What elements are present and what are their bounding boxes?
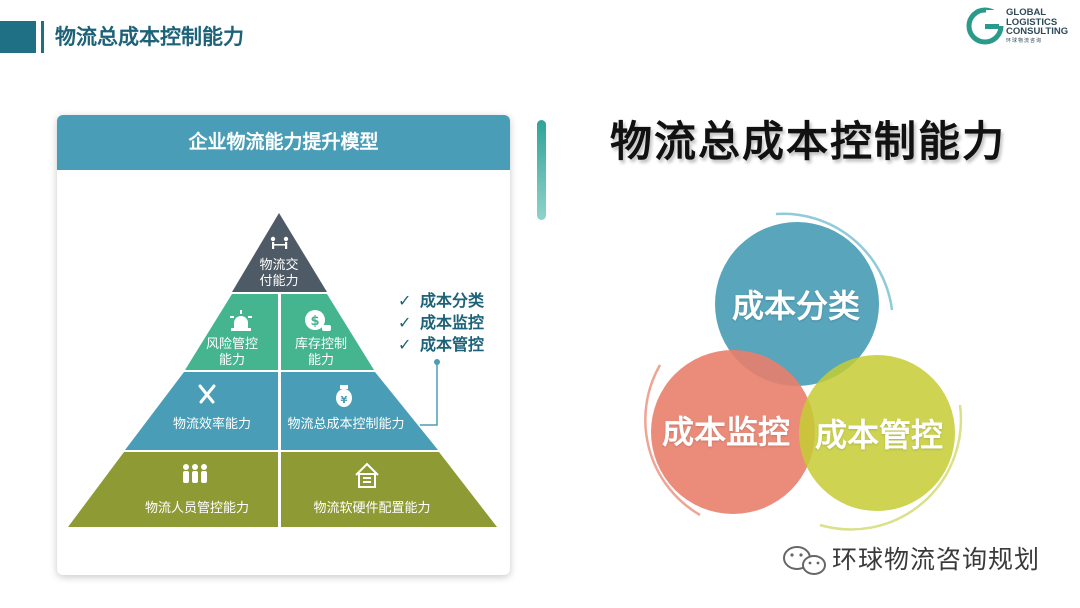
logo-tagline: 环球物流咨询 [1006, 38, 1043, 44]
watermark-text: 环球物流咨询规划 [832, 545, 1041, 574]
pyramid-tier-total-cost [281, 372, 438, 450]
pyramid-label-risk: 风险管控能力 [205, 337, 258, 368]
svg-text:¥: ¥ [341, 395, 348, 406]
panel-title: 企业物流能力提升模型 [188, 131, 379, 153]
warehouse-icon [355, 462, 379, 488]
connector-dot [434, 359, 440, 365]
checklist-connector [420, 362, 438, 426]
capability-model-panel: 企业物流能力提升模型 $ [57, 115, 510, 575]
check-icon: ✓ [398, 291, 412, 310]
venn-label-monitoring: 成本监控 [662, 413, 791, 451]
pyramid-tier-hardware [281, 452, 497, 527]
logo-text: GLOBAL LOGISTICS CONSULTING [1006, 8, 1068, 37]
main-title: 物流总成本控制能力 [610, 117, 1007, 166]
checklist-item-label: 成本分类 [420, 291, 485, 310]
logo-line-3: CONSULTING [1006, 26, 1069, 37]
checklist-item-label: 成本管控 [420, 335, 485, 354]
logo-line-2: LOGISTICS [1006, 16, 1058, 28]
pyramid-label-hardware: 物流软硬件配置能力 [313, 501, 431, 516]
delivery-icon [270, 236, 289, 249]
alarm-icon [230, 310, 252, 331]
pyramid-label-personnel: 物流人员管控能力 [144, 501, 249, 516]
wechat-icon [783, 546, 826, 575]
pyramid-tier-personnel [68, 452, 278, 527]
section-divider [537, 120, 546, 220]
pyramid-tier-inventory [281, 294, 374, 370]
venn-label-classification: 成本分类 [732, 287, 861, 325]
checklist-item: ✓ 成本分类 [398, 290, 484, 312]
pyramid-tier-efficiency [125, 372, 278, 450]
tools-icon [198, 384, 216, 404]
checklist-item: ✓ 成本监控 [398, 312, 484, 334]
pyramid-top-tier [232, 213, 327, 292]
company-logo [966, 7, 1006, 45]
people-icon [183, 464, 207, 483]
cost-checklist: ✓ 成本分类 ✓ 成本监控 ✓ 成本管控 [398, 290, 484, 356]
pyramid-label-inventory: 库存控制能力 [294, 337, 347, 368]
svg-text:$: $ [310, 314, 319, 329]
check-icon: ✓ [398, 335, 412, 354]
header-accent-bar [41, 21, 44, 53]
pyramid-label-total-cost: 物流总成本控制能力 [287, 417, 405, 432]
panel-header [57, 115, 510, 170]
yuan-bag-icon: ¥ [336, 385, 352, 407]
pyramid-label-delivery: 物流交付能力 [259, 258, 299, 289]
venn-label-control: 成本管控 [815, 416, 944, 454]
header-accent-block [0, 21, 36, 53]
checklist-item: ✓ 成本管控 [398, 334, 484, 356]
capability-pyramid: $ ¥ [68, 213, 497, 527]
page-title: 物流总成本控制能力 [55, 25, 244, 49]
logo-line-1: GLOBAL [1006, 7, 1047, 18]
money-bag-icon: $ [305, 310, 331, 331]
pyramid-tier-risk [185, 294, 278, 370]
pyramid-label-efficiency: 物流效率能力 [172, 417, 251, 432]
check-icon: ✓ [398, 313, 412, 332]
checklist-item-label: 成本监控 [420, 313, 485, 332]
